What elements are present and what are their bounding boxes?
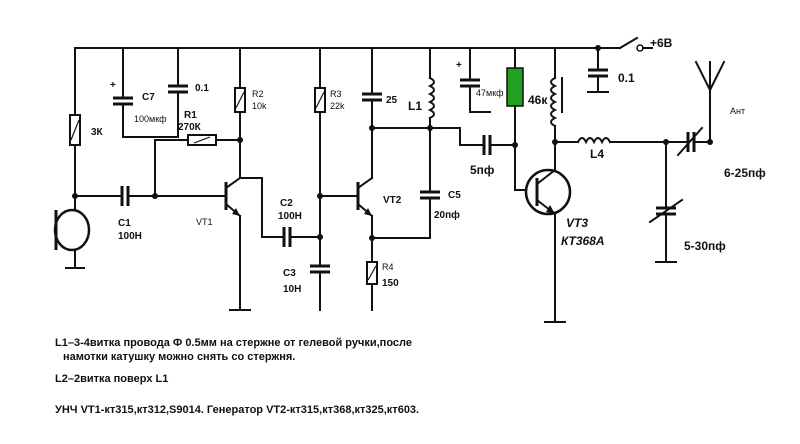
note-line-1: L1–3-4витка провода Ф 0.5мм на стержне о… bbox=[55, 337, 412, 349]
r4-value: 150 bbox=[382, 278, 399, 289]
c1-label: C1 bbox=[118, 218, 131, 229]
c3-value: 10Н bbox=[283, 284, 301, 295]
c-mid-value: 25 bbox=[386, 95, 398, 106]
note-line-4: УНЧ VT1-кт315,кт312,S9014. Генератор VT2… bbox=[55, 404, 420, 416]
microphone-icon bbox=[53, 208, 91, 269]
r2-label: R2 bbox=[252, 89, 264, 99]
r2-value: 10k bbox=[252, 101, 267, 111]
resistor-3k-label: 3К bbox=[91, 127, 104, 138]
inductor-l1 bbox=[427, 76, 435, 120]
c-couple-value: 5пф bbox=[470, 163, 495, 177]
transistor-vt3 bbox=[524, 168, 572, 216]
c-tank-value: 47мкф bbox=[476, 88, 504, 98]
note-line-3: L2–2витка поверх L1 bbox=[55, 373, 169, 385]
r1-value: 270К bbox=[178, 122, 202, 133]
trimmer-arrow bbox=[648, 198, 684, 224]
svg-text:+: + bbox=[110, 80, 116, 91]
r-green-value: 46к bbox=[528, 93, 548, 107]
l1-label: L1 bbox=[408, 99, 422, 113]
r4-label: R4 bbox=[382, 262, 394, 272]
c1-value: 100Н bbox=[118, 231, 142, 242]
c7-value: 100мкф bbox=[134, 114, 167, 124]
c7-label: C7 bbox=[142, 92, 155, 103]
vt2-label: VT2 bbox=[383, 195, 402, 206]
supply-label: +6В bbox=[650, 36, 673, 50]
c-trim2-value: 5-30пф bbox=[684, 239, 726, 253]
inductor-l4 bbox=[576, 137, 612, 145]
resistor-46k bbox=[506, 67, 524, 107]
vt3-label: VT3 bbox=[566, 216, 588, 230]
switch-icon bbox=[618, 36, 653, 52]
note-line-2: намотки катушку можно снять со стержня. bbox=[63, 351, 296, 363]
c-supply-value: 0.1 bbox=[618, 71, 635, 85]
c-top-value: 0.1 bbox=[195, 83, 209, 94]
l4-label: L4 bbox=[590, 147, 604, 161]
c5-label: C5 bbox=[448, 190, 461, 201]
r3-label: R3 bbox=[330, 89, 342, 99]
transistor-vt1 bbox=[224, 176, 242, 218]
c3-label: C3 bbox=[283, 268, 296, 279]
vt3-type: КТ368А bbox=[561, 234, 605, 248]
transistor-vt2 bbox=[356, 176, 374, 218]
c-trim1-value: 6-25пф bbox=[724, 166, 766, 180]
antenna-icon bbox=[694, 60, 726, 143]
inductor-l2 bbox=[550, 76, 558, 128]
svg-text:+: + bbox=[456, 60, 462, 71]
c2-label: C2 bbox=[280, 198, 293, 209]
vt1-label: VT1 bbox=[196, 217, 213, 227]
r3-value: 22k bbox=[330, 101, 345, 111]
c2-value: 100Н bbox=[278, 211, 302, 222]
c5-value: 20пф bbox=[434, 209, 460, 221]
antenna-label: Ант bbox=[730, 106, 745, 116]
r1-label: R1 bbox=[184, 110, 197, 121]
